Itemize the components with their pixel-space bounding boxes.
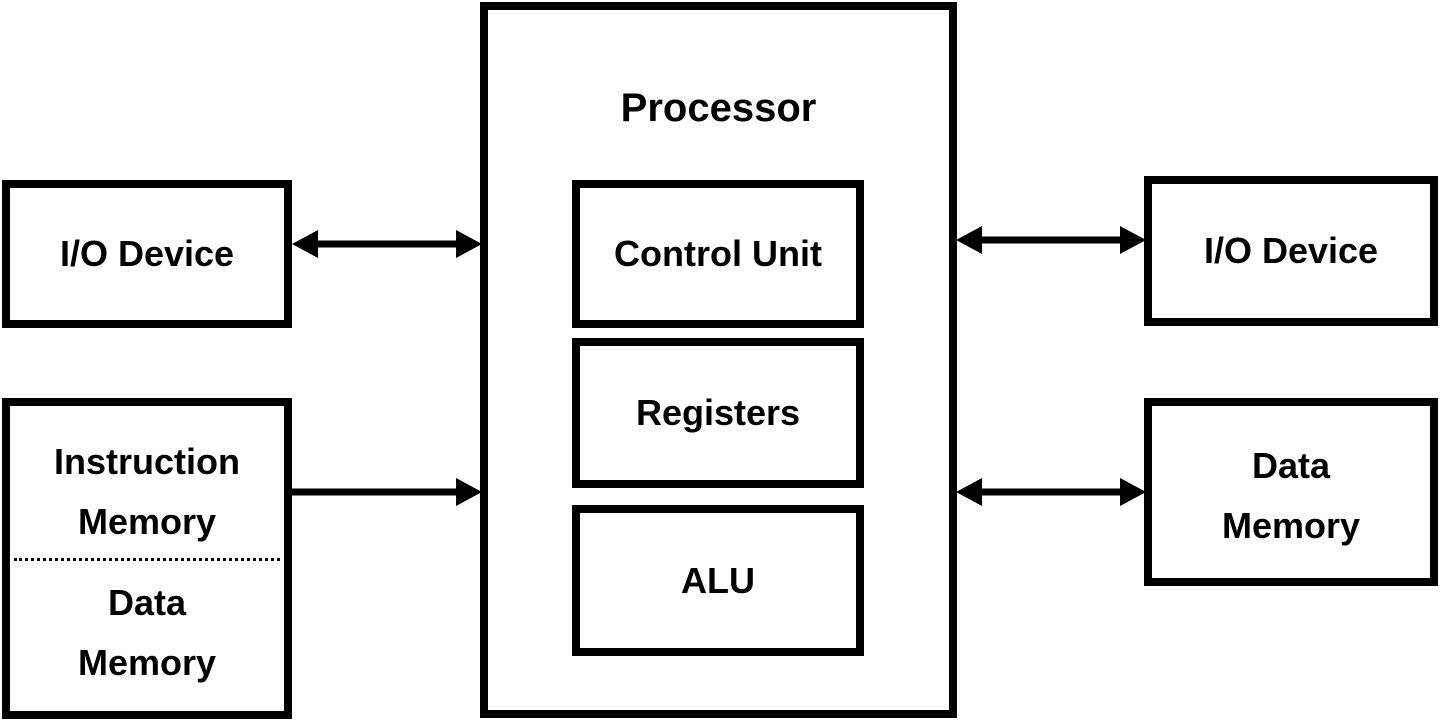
- instruction-memory-arrow: [292, 478, 482, 506]
- right-io-device-box: I/O Device: [1144, 176, 1438, 326]
- control-unit-label: Control Unit: [614, 233, 822, 274]
- right-io-bidirectional-arrow: [956, 226, 1146, 254]
- left-memory-box: Instruction Memory Data Memory: [2, 398, 292, 719]
- right-data-memory-box: Data Memory: [1144, 398, 1438, 586]
- right-io-device-label: I/O Device: [1203, 230, 1379, 271]
- instruction-memory-label-line1: Instruction: [54, 441, 240, 482]
- registers-box: Registers: [572, 338, 864, 488]
- control-unit-box: Control Unit: [572, 180, 864, 328]
- instruction-memory-label-line2: Memory: [77, 501, 217, 542]
- processor-title: Processor: [620, 86, 817, 130]
- alu-box: ALU: [572, 505, 864, 656]
- left-io-bidirectional-arrow: [292, 230, 482, 258]
- left-io-device-label: I/O Device: [59, 233, 235, 274]
- registers-label: Registers: [635, 392, 801, 433]
- right-data-memory-label-line2: Memory: [1221, 505, 1361, 546]
- alu-label: ALU: [681, 559, 755, 601]
- left-io-device-box: I/O Device: [2, 180, 292, 328]
- left-data-memory-label-line2: Memory: [77, 642, 217, 683]
- left-data-memory-label-line1: Data: [107, 582, 187, 623]
- right-data-memory-label-line1: Data: [1251, 445, 1331, 486]
- data-memory-bidirectional-arrow: [956, 478, 1146, 506]
- memory-divider: [14, 558, 280, 561]
